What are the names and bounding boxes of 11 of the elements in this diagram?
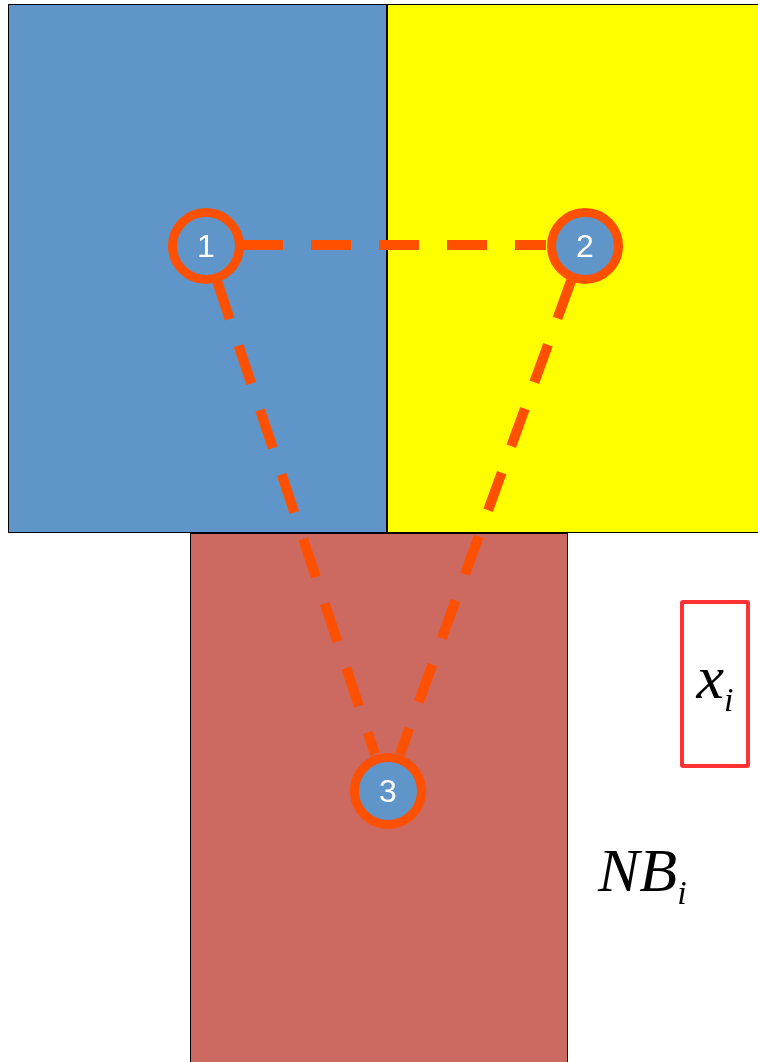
color-block xyxy=(387,4,758,533)
dashed-line xyxy=(395,279,576,756)
numbered-circle: 2 xyxy=(547,208,623,284)
numbered-circle: 1 xyxy=(168,208,244,284)
dashed-line xyxy=(243,240,546,250)
numbered-circle: 3 xyxy=(350,753,426,829)
variable-box: x$_{i}$ xyxy=(680,600,750,768)
color-block xyxy=(8,4,387,533)
dashed-line xyxy=(212,279,380,756)
math-label: NB$_{i}$ xyxy=(598,835,687,906)
color-block xyxy=(190,533,568,1062)
